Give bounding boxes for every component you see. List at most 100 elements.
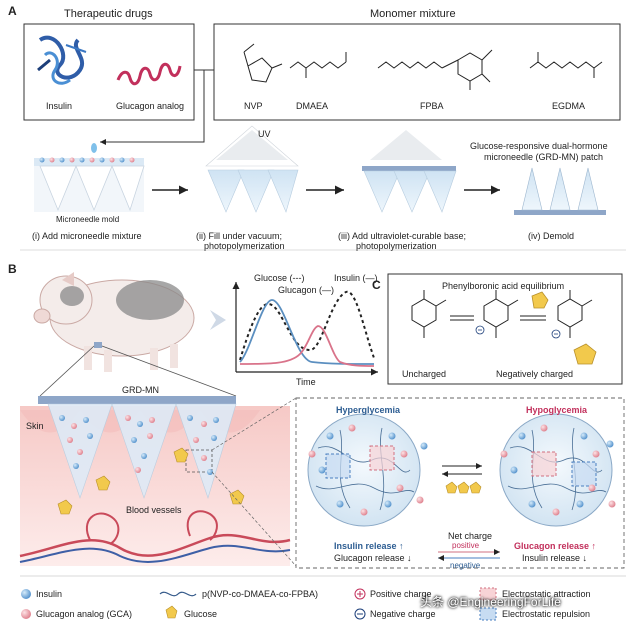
legend-glucagon-curve: Glucagon (—) — [278, 285, 335, 295]
negatively-charged-label: Negatively charged — [496, 369, 574, 379]
drug-label-insulin: Insulin — [46, 101, 73, 111]
insulin-curve — [239, 299, 375, 365]
legend-glucose: Glucose — [184, 609, 218, 619]
patch-title-line1: Glucose-responsive dual-hormone — [470, 141, 608, 151]
glucagon-particle — [416, 496, 424, 504]
mechanism-box — [295, 397, 625, 569]
dmaea-structure — [289, 52, 347, 78]
uncharged-label: Uncharged — [402, 369, 447, 379]
legend-insulin: Insulin — [36, 589, 63, 599]
panel-c-box — [387, 273, 623, 385]
pba-left-structure — [411, 290, 447, 338]
insulin-structure-icon — [37, 35, 87, 85]
attraction-legend-icon — [479, 587, 497, 601]
glucose-bound-icon — [573, 343, 597, 365]
legend-attraction: Electrostatic attraction — [502, 589, 591, 599]
glucagon-particle — [125, 415, 131, 421]
grd-mn-patch-illustration — [514, 167, 606, 215]
hyperglycemia-label: Hyperglycemia — [336, 405, 401, 415]
step-3-label: (iii) Add ultraviolet-curable base; — [338, 231, 467, 241]
monomer-label-nvp: NVP — [244, 101, 263, 111]
legend-gca: Glucagon analog (GCA) — [36, 609, 133, 619]
insulin-particle — [580, 432, 588, 440]
glucose-legend-icon — [165, 605, 178, 619]
mechanism-particles — [308, 424, 616, 516]
insulin-particle — [518, 432, 526, 440]
legend-insulin-curve: Insulin (—) — [334, 273, 378, 283]
positive-label: positive — [452, 541, 480, 550]
skin-label: Skin — [26, 421, 44, 431]
insulin-particle — [83, 417, 89, 423]
glucagon-particle — [400, 450, 408, 458]
glucagon-particle — [592, 450, 600, 458]
therapeutic-box — [23, 23, 195, 121]
glucagon-particle — [67, 437, 73, 443]
uv-fill-step — [205, 125, 299, 213]
net-charge-label: Net charge — [448, 531, 493, 541]
insulin-particle — [87, 433, 93, 439]
glucagon-legend-icon — [21, 609, 31, 619]
monomer-label-fpba: FPBA — [420, 101, 444, 111]
legend-polymer: p(NVP-co-DMAEA-co-FPBA) — [202, 589, 319, 599]
insulin-particle — [79, 157, 85, 163]
glucagon-particle — [129, 157, 135, 163]
pba-right-structure — [557, 290, 593, 338]
insulin-particle — [576, 500, 584, 508]
pig-illustration — [33, 272, 195, 372]
legend-negative-charge: Negative charge — [370, 609, 436, 619]
grd-mn-base — [38, 396, 236, 404]
nvp-structure — [243, 43, 283, 83]
hypoglycemia-label: Hypoglycemia — [526, 405, 588, 415]
glucagon-particle — [69, 157, 75, 163]
uv-label: UV — [258, 129, 271, 139]
glucagon-particle — [77, 449, 83, 455]
panel-a-letter: A — [8, 4, 17, 18]
glucagon-particle — [552, 508, 560, 516]
insulin-particle — [211, 435, 217, 441]
repulsion-box — [325, 453, 351, 479]
glucagon-particle — [360, 508, 368, 516]
glucagon-particle — [540, 424, 548, 432]
insulin-particle — [137, 421, 143, 427]
glucagon-release-up: Glucagon release ↑ — [514, 541, 597, 551]
glucagon-particle — [500, 450, 508, 458]
glucose-trio-icon — [445, 481, 482, 494]
hyperglycemia-sphere — [307, 413, 421, 527]
glucagon-particle — [608, 500, 616, 508]
insulin-particle — [99, 157, 105, 163]
microneedle-mold — [34, 143, 145, 212]
insulin-particle — [510, 466, 518, 474]
glucagon-particle — [89, 157, 95, 163]
negative-charge-icon — [475, 325, 485, 335]
repulsion-legend-icon — [479, 607, 497, 621]
attraction-box — [531, 451, 557, 477]
insulin-particle — [326, 432, 334, 440]
insulin-particle — [73, 463, 79, 469]
monomer-label-egdma: EGDMA — [552, 101, 586, 111]
insulin-particle — [384, 500, 392, 508]
glucose-icon — [173, 447, 189, 463]
glucose-hormone-plot — [232, 282, 378, 376]
insulin-particle — [528, 500, 536, 508]
glucagon-particle — [308, 450, 316, 458]
watermark: 头条 @EngineeringForLife — [420, 595, 561, 609]
patch-title-line2: microneedle (GRD-MN) patch — [484, 152, 604, 162]
glucagon-particle — [71, 423, 77, 429]
insulin-particle — [336, 500, 344, 508]
negative-charge-icon — [551, 329, 561, 339]
skin-particles — [59, 415, 219, 475]
insulin-particle — [388, 432, 396, 440]
step-4-label: (iv) Demold — [528, 231, 575, 241]
glucagon-curve — [239, 325, 375, 367]
glucose-icon — [229, 489, 245, 505]
glucose-pentagon-icon — [531, 291, 549, 309]
glucagon-particle — [201, 455, 207, 461]
insulin-release-up: Insulin release ↑ — [334, 541, 404, 551]
step-2-sub-label: photopolymerization — [204, 241, 285, 251]
step-3-sub-label: photopolymerization — [356, 241, 437, 251]
chevron-arrow-icon — [210, 310, 226, 330]
time-axis-label: Time — [296, 377, 316, 387]
glucagon-particle — [193, 437, 199, 443]
glucagon-helix-icon — [116, 62, 182, 86]
